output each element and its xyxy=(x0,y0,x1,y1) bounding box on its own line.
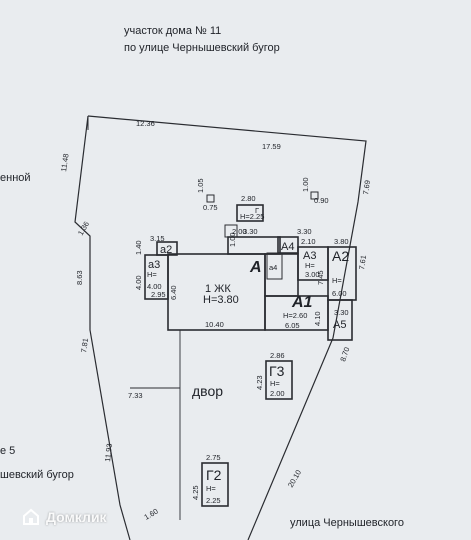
building-g2-value: 2.25 xyxy=(206,496,221,505)
building-a3-name: а3 xyxy=(148,259,160,271)
building-A4 xyxy=(277,236,299,254)
plan-title-line1: участок дома № 11 xyxy=(124,25,221,37)
building-a2-name: а2 xyxy=(160,244,172,256)
porch xyxy=(224,224,238,238)
post-right-a: 1.00 xyxy=(301,177,310,192)
building-a4-side2: 2.00 xyxy=(232,227,247,236)
building-g2-dim: 2.75 xyxy=(206,453,221,462)
building-a3-dim-side: 6.40 xyxy=(169,285,178,300)
plan-title-line2: по улице Чернышевский бугор xyxy=(124,42,280,54)
building-A3-name: А3 xyxy=(303,250,316,262)
building-a-label2: H=3.80 xyxy=(203,294,239,306)
yard-label: двор xyxy=(192,383,223,399)
domclick-watermark: Домклик xyxy=(22,508,107,526)
building-A5-dim: 3.30 xyxy=(334,308,349,317)
building-a4-side: 1.00 xyxy=(228,232,237,247)
building-A3-height: H= xyxy=(305,261,315,270)
building-g3-dim: 2.86 xyxy=(270,351,285,360)
dim-left-bottom: 11.93 xyxy=(103,443,114,462)
building-g3-side: 4.23 xyxy=(255,375,264,390)
post-right-b: 0.90 xyxy=(314,196,329,205)
building-A4-dim: 3.30 xyxy=(297,227,312,236)
dim-bottom-left: 1.60 xyxy=(143,507,160,522)
building-a3-height: H= xyxy=(147,270,157,279)
building-a2 xyxy=(156,241,178,256)
building-A2-height: H= xyxy=(332,276,342,285)
building-a2-dim: 3.15 xyxy=(150,234,165,243)
building-g xyxy=(236,204,264,222)
dim-top-left: 12.36 xyxy=(136,119,155,128)
building-g2-height: H= xyxy=(206,484,216,493)
neighbor-label-top: енной xyxy=(0,172,31,184)
building-g3-name: Г3 xyxy=(269,363,285,379)
building-A2-value: 6.00 xyxy=(332,289,347,298)
building-A1-name: А1 xyxy=(291,294,313,311)
post-left-b: 0.75 xyxy=(203,203,218,212)
post-right xyxy=(310,191,319,200)
neighbor-number: е 5 xyxy=(0,445,15,457)
building-A3-dim: 2.10 xyxy=(301,237,316,246)
building-a4-name: а4 xyxy=(269,263,277,272)
dim-top-right: 17.59 xyxy=(262,142,281,151)
building-g2-side: 4.25 xyxy=(191,485,200,500)
building-a-dim-bottom: 10.40 xyxy=(205,320,224,329)
dim-left-upper: 11.48 xyxy=(59,153,70,172)
building-A5-name: А5 xyxy=(333,319,346,331)
building-a3-value: 4.00 xyxy=(147,282,162,291)
dim-right-low: 8.70 xyxy=(338,346,351,363)
building-g-height: H=2.25 xyxy=(240,212,264,221)
building-a-name: А xyxy=(249,259,262,276)
building-g-name: Г xyxy=(255,206,259,215)
building-A2-dim: 3.80 xyxy=(334,237,349,246)
dim-right-mid: 7.61 xyxy=(357,255,368,271)
neighbor-street: шевский бугор xyxy=(0,469,74,481)
post-left-a: 1.05 xyxy=(196,178,205,193)
building-A2-side: 7.45 xyxy=(316,270,325,285)
bottom-street-label: улица Чернышевского xyxy=(290,517,404,529)
building-A1-height: H=2.60 xyxy=(283,311,307,320)
building-g3-height: H= xyxy=(270,379,280,388)
building-a3-dim-bottom: 2.95 xyxy=(151,290,166,299)
building-g2-name: Г2 xyxy=(206,467,222,483)
building-A2-name: А2 xyxy=(332,248,349,264)
building-g2 xyxy=(201,462,229,507)
building-a2-side: 1.40 xyxy=(134,240,143,255)
watermark-text: Домклик xyxy=(46,509,107,525)
building-A4-name: А4 xyxy=(281,241,294,253)
building-A3-value: 3.00 xyxy=(305,270,320,279)
building-a4-strip xyxy=(227,236,281,255)
building-A1-dim: 6.05 xyxy=(285,321,300,330)
plot-boundary-left xyxy=(74,115,131,540)
dim-bottom-diag: 20.10 xyxy=(286,468,303,489)
building-A5 xyxy=(327,299,353,341)
dim-inner-left: 7.33 xyxy=(128,391,143,400)
plot-boundary xyxy=(87,115,367,540)
domclick-logo-icon xyxy=(23,508,39,525)
building-g3-value: 2.00 xyxy=(270,389,285,398)
building-g-width: 2.80 xyxy=(241,194,256,203)
dim-right-top: 7.69 xyxy=(361,180,372,196)
post-left xyxy=(206,194,215,203)
building-A1-side: 4.10 xyxy=(313,311,322,326)
building-a4 xyxy=(266,252,283,280)
building-a-dim-left: 4.00 xyxy=(134,275,143,290)
dim-left-mid: 8.63 xyxy=(75,270,84,285)
building-g3 xyxy=(265,360,293,400)
dim-left-low: 7.81 xyxy=(79,338,90,354)
building-a-dim-top: 3.30 xyxy=(243,227,258,236)
building-a-label1: 1 ЖК xyxy=(205,283,231,295)
